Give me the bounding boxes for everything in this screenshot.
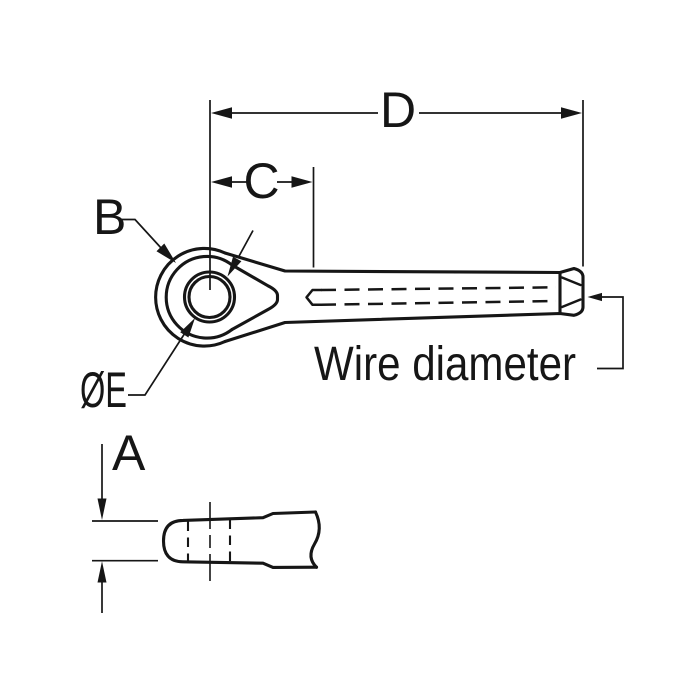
hole-leader-arrowhead: [227, 256, 242, 277]
dim-label-b: B: [93, 189, 126, 245]
dim-label-e: ØE: [80, 362, 127, 418]
dim-label-d: D: [380, 82, 416, 138]
dim-label-c: C: [243, 153, 279, 209]
eye-outer-arc: [154, 246, 227, 348]
d-arrowhead-right: [561, 107, 582, 119]
wire-diameter-arrowhead: [587, 292, 602, 302]
bore-hidden-line-top: [320, 286, 557, 292]
dimension-c: C: [211, 153, 315, 268]
e-leader-line: [128, 332, 186, 396]
tip-chamfer-top: [560, 276, 582, 287]
dimension-d: D: [209, 82, 584, 290]
eye-boss-contour: [230, 263, 280, 332]
callout-wire-diameter: Wire diameter: [314, 292, 624, 391]
dimension-a: A: [92, 425, 158, 613]
dim-label-a: A: [112, 425, 146, 481]
e-leader-arrowhead: [180, 318, 195, 338]
side-break-line: [309, 510, 321, 569]
callout-e: ØE: [80, 318, 195, 418]
wire-diameter-leader: [597, 296, 624, 370]
b-leader-arrowhead: [156, 243, 176, 263]
bore-drill-point: [305, 288, 323, 307]
side-view-part: [161, 502, 321, 584]
tip-chamfer-bottom: [560, 298, 582, 309]
a-arrowhead-bottom: [97, 561, 107, 583]
c-arrowhead-left: [211, 176, 232, 188]
wire-diameter-label: Wire diameter: [314, 338, 576, 391]
d-arrowhead-left: [211, 107, 232, 119]
eye-ring-arc: [164, 254, 234, 340]
callout-hole-center: [227, 230, 254, 277]
side-outline: [161, 510, 319, 569]
b-leader-line: [121, 218, 163, 250]
shank-outline: [223, 251, 585, 344]
hole-leader-line: [237, 230, 254, 259]
callout-b: B: [93, 189, 176, 263]
c-arrowhead-right: [291, 176, 313, 188]
top-view-part: [154, 246, 585, 348]
bore-hidden-line-bottom: [320, 299, 557, 307]
a-arrowhead-top: [97, 498, 107, 520]
